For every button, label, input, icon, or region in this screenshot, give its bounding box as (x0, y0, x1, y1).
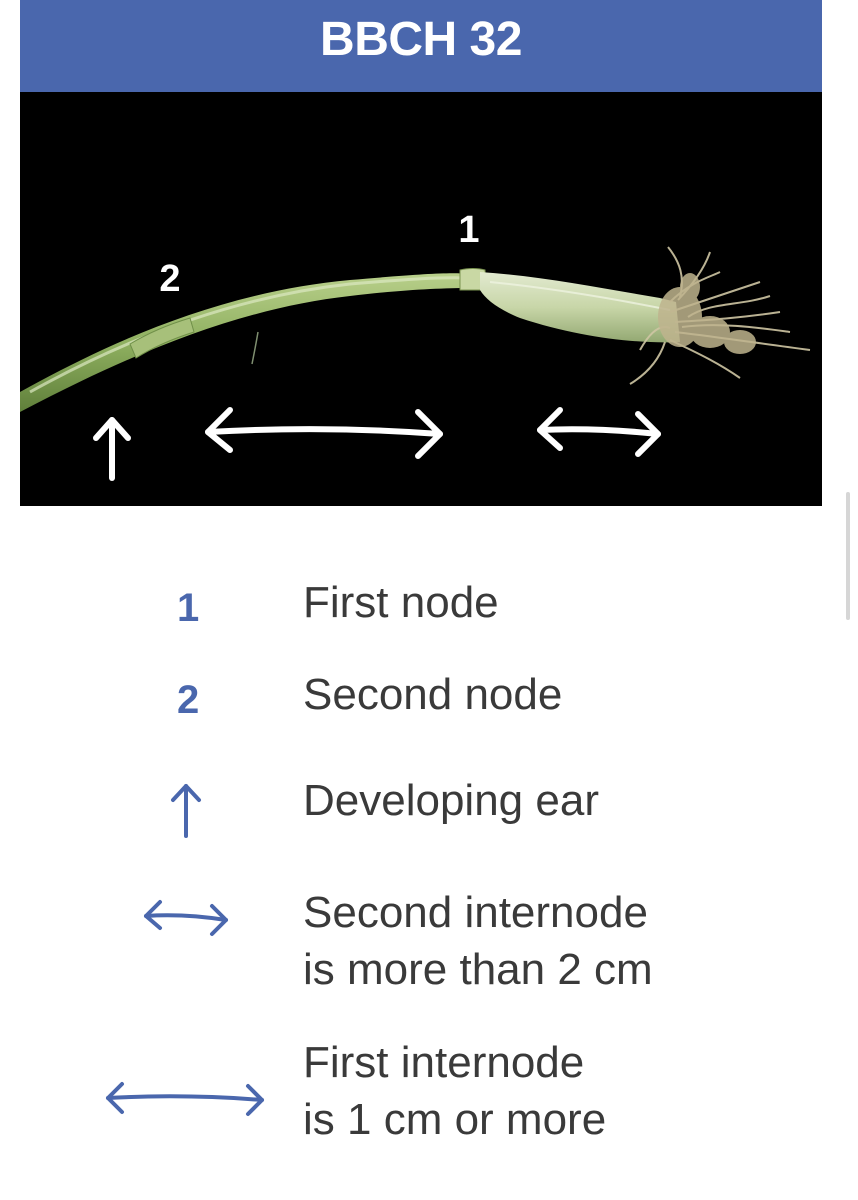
leaf-sheath (480, 272, 680, 343)
legend-line: Developing ear (303, 776, 599, 825)
arrow-up-icon (93, 417, 131, 481)
arrow-up-icon (171, 784, 201, 838)
stem-illustration: 1 2 (20, 209, 811, 481)
legend-text-developing-ear: Developing ear (303, 772, 599, 829)
scrollbar[interactable] (846, 492, 850, 620)
legend-text-first-internode: First internode is 1 cm or more (303, 1034, 606, 1148)
stem (20, 273, 470, 412)
legend-line: Second node (303, 670, 563, 719)
legend-key-1: 1 (177, 586, 200, 630)
short-double-arrow-icon (537, 407, 661, 457)
legend-line: First node (303, 578, 499, 627)
legend-line: First internode (303, 1038, 585, 1087)
legend-text-second-node: Second node (303, 666, 562, 723)
short-double-arrow-icon (144, 900, 228, 936)
long-double-arrow-icon (106, 1082, 264, 1116)
node-label-1: 1 (458, 209, 479, 251)
legend-text-second-internode: Second internode is more than 2 cm (303, 884, 653, 998)
header-band: BBCH 32 (20, 0, 822, 92)
legend-line: is more than 2 cm (303, 945, 653, 994)
legend-key-2: 2 (177, 678, 200, 722)
legend-text-first-node: First node (303, 574, 499, 631)
node-label-2: 2 (159, 258, 180, 300)
root-tufts (658, 273, 756, 354)
node-2 (129, 317, 195, 359)
stem-photo: 1 2 (20, 92, 822, 506)
legend-line: is 1 cm or more (303, 1095, 607, 1144)
legend-line: Second internode (303, 888, 648, 937)
page-title: BBCH 32 (320, 13, 522, 66)
long-double-arrow-icon (205, 407, 443, 459)
